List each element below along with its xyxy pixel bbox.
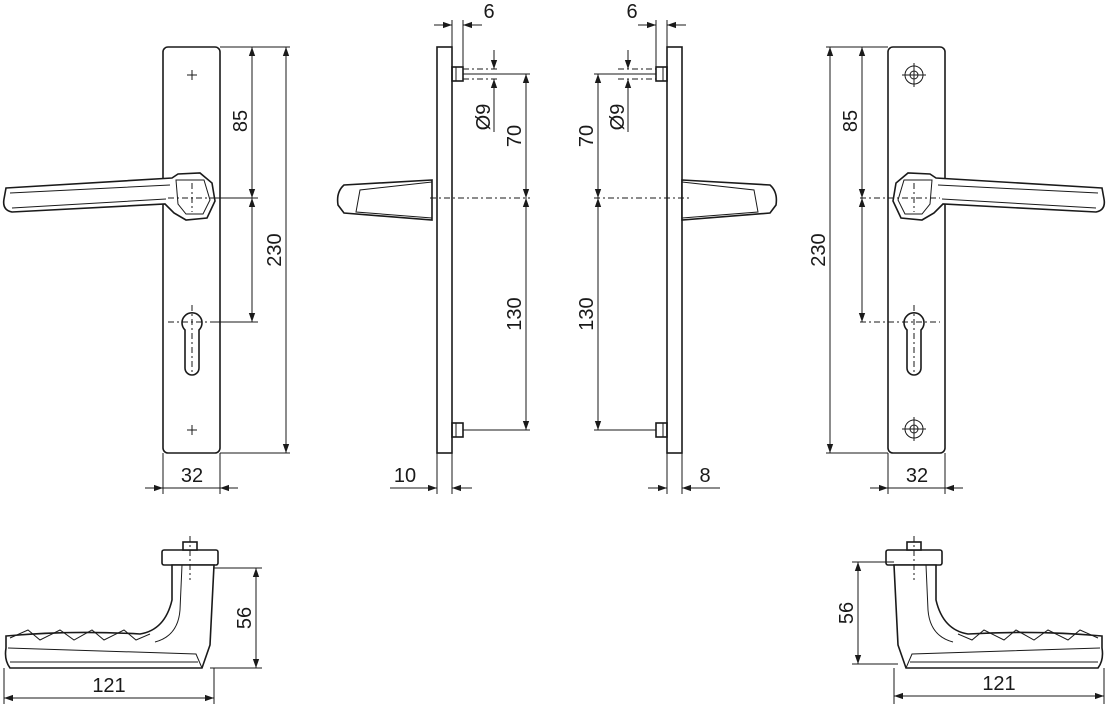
handle-lever — [2, 172, 216, 221]
dim-length: 121 — [982, 673, 1015, 695]
front-view-left: 85 230 32 — [2, 46, 290, 494]
dim-upper: 70 — [504, 125, 526, 147]
screw-mark-bottom — [187, 425, 197, 435]
lever-profile-left: 56 121 — [3, 536, 262, 704]
front-view-right: 85 230 32 — [808, 46, 1106, 494]
dim-lower: 130 — [504, 297, 526, 330]
dim-thickness: 8 — [699, 465, 710, 487]
dim-height: 230 — [264, 233, 286, 266]
dim-thickness: 10 — [394, 465, 416, 487]
dim-width: 32 — [906, 465, 928, 487]
plate-profile — [436, 46, 453, 454]
plate-profile — [666, 46, 683, 454]
side-view-right: Ø9 70 130 6 8 — [576, 1, 778, 494]
dim-top: 6 — [483, 1, 494, 23]
screw-mark-top — [187, 70, 197, 80]
dim-lower: 130 — [576, 297, 598, 330]
dim-top: 6 — [626, 1, 637, 23]
dim-hole: Ø9 — [473, 104, 495, 131]
dim-height: 56 — [836, 602, 858, 624]
dim-width: 32 — [181, 465, 203, 487]
side-view-left: Ø9 70 130 6 10 — [336, 1, 530, 494]
handle-lever — [892, 172, 1106, 221]
dim-hole: Ø9 — [607, 104, 629, 131]
backplate-outline — [887, 46, 946, 454]
screw-mark-top — [902, 63, 926, 87]
lever-profile-right: 56 121 — [836, 536, 1105, 704]
dim-upper: 85 — [230, 110, 252, 132]
dim-upper: 85 — [840, 110, 862, 132]
screw-mark-bottom — [902, 417, 926, 441]
dim-height: 56 — [234, 607, 256, 629]
dim-height: 230 — [808, 233, 830, 266]
backplate-outline — [162, 46, 221, 454]
dim-upper: 70 — [576, 125, 598, 147]
dim-length: 121 — [92, 675, 125, 697]
